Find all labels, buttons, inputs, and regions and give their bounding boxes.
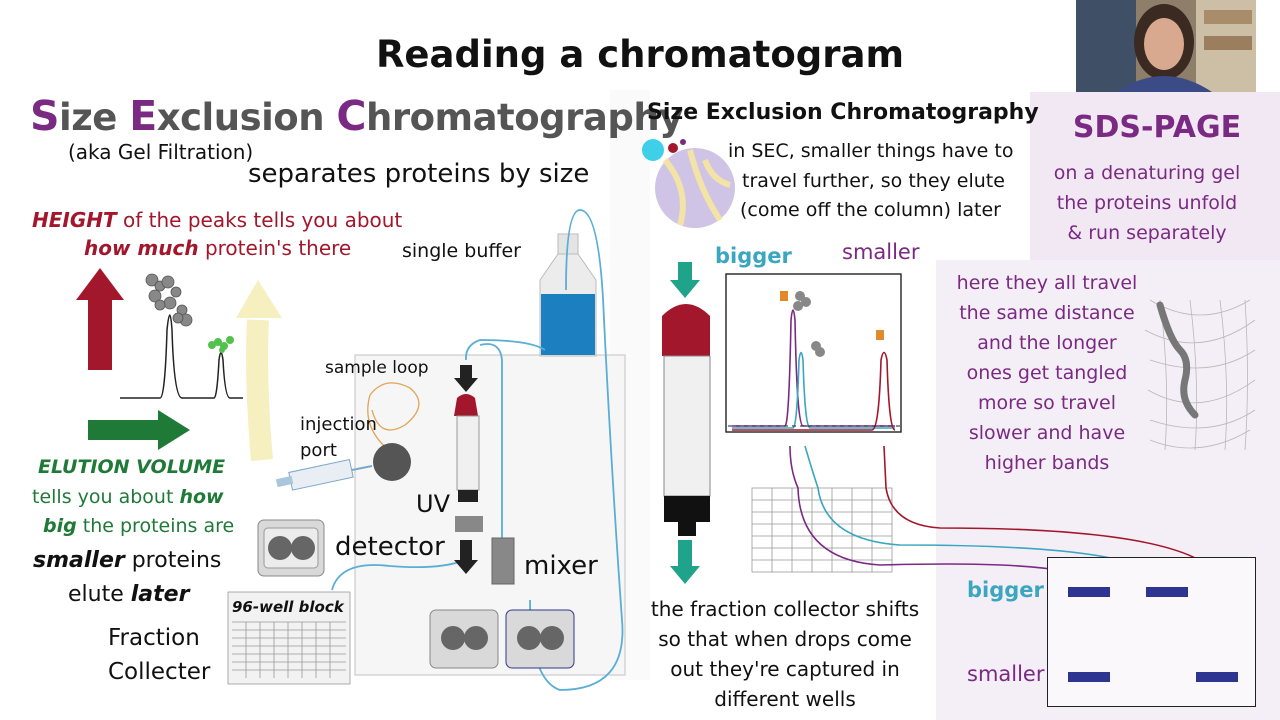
small-column-icon: [454, 365, 483, 574]
big-rest: the proteins are: [82, 515, 235, 537]
smaller-bold: smaller: [33, 548, 125, 573]
collector-note-3: out they're captured in: [670, 657, 900, 681]
elute-later-label: elute later: [68, 582, 189, 607]
gel-note-2: the same distance: [959, 302, 1135, 324]
buffer-bottle-icon: [539, 233, 597, 357]
smaller-proteins-label: smaller proteins: [33, 548, 221, 573]
elution-volume-label: ELUTION VOLUME: [38, 456, 225, 478]
uv-label: UV: [416, 490, 450, 518]
heading-initial-e: E: [129, 92, 157, 140]
gel-note-7: higher bands: [984, 452, 1110, 474]
how-much-rest: protein's there: [204, 236, 352, 260]
sec-note-1: in SEC, smaller things have to: [728, 140, 1014, 162]
sec-note-3: (come off the column) later: [740, 199, 1001, 221]
tells-label: tells you about how: [32, 486, 224, 508]
how-much-bold: how much: [84, 236, 199, 260]
detector-label: detector: [335, 532, 445, 562]
gel-note-4: ones get tangled: [966, 362, 1128, 384]
well-plate-icon-1: [257, 519, 325, 577]
big-column-icon: [662, 262, 711, 584]
mixer-icon: [491, 537, 515, 585]
collector-note-4: different wells: [714, 687, 856, 711]
middle-heading: Size Exclusion Chromatography: [647, 100, 1039, 125]
elution-bold: ELUTION VOLUME: [38, 456, 226, 478]
tells-rest: tells you about: [32, 486, 174, 508]
gel-bigger-label: bigger: [967, 578, 1044, 602]
fraction-label-2: Collecter: [108, 659, 211, 685]
gel-band-big-2: [1146, 587, 1188, 597]
well-block-label: 96-well block: [232, 598, 344, 616]
mixer-label: mixer: [524, 551, 598, 581]
injection-label-2: port: [300, 440, 337, 461]
injection-port-icon: [373, 443, 411, 481]
collector-note-2: so that when drops come: [658, 627, 912, 651]
height-arrow-icon: [76, 268, 124, 370]
gel-note-5: more so travel: [978, 392, 1116, 414]
presenter-image: [1076, 0, 1256, 92]
heading-initial-s: S: [30, 92, 60, 140]
heading-word-1: ize: [59, 96, 130, 139]
gel-band-small-1: [1068, 672, 1110, 682]
buffer-tubing: [331, 209, 624, 691]
heading-word-2: xclusion: [156, 96, 337, 139]
how-bold: how: [179, 486, 224, 508]
elution-arrow-icon: [88, 410, 190, 450]
sec-note-2: travel further, so they elute: [742, 170, 1005, 192]
big-label: big the proteins are: [43, 515, 234, 537]
middle-smaller-label: smaller: [842, 240, 920, 264]
collector-note-1: the fraction collector shifts: [650, 597, 920, 621]
sec-heading: Size Exclusion Chromatography: [30, 92, 683, 140]
bead-icon: [642, 139, 735, 228]
height-rest: of the peaks tells you about: [123, 208, 403, 232]
gel-band-small-2: [1196, 672, 1238, 682]
single-buffer-label: single buffer: [402, 240, 521, 262]
elute-rest: elute: [68, 582, 124, 607]
sds-page-heading: SDS-PAGE: [1072, 110, 1242, 145]
gel-note-6: slower and have: [968, 422, 1126, 444]
big-bold: big: [43, 515, 77, 537]
background-panel-faded: [610, 90, 650, 680]
gel-smaller-label: smaller: [967, 662, 1045, 686]
well-plate-icon-3: [505, 609, 575, 669]
denature-note-2: the proteins unfold: [1056, 192, 1238, 214]
height-bold: HEIGHT: [32, 208, 117, 232]
mini-chromatogram: [120, 314, 243, 399]
how-much-label: how much protein's there: [84, 236, 351, 260]
heading-word-3: hromatography: [366, 96, 683, 139]
aka-label: (aka Gel Filtration): [68, 140, 254, 164]
sds-gel-box: [1047, 557, 1256, 707]
fraction-grid: [751, 487, 893, 573]
big-protein-icon: [145, 273, 193, 327]
denature-note-1: on a denaturing gel: [1053, 162, 1241, 184]
gel-note-1: here they all travel: [956, 272, 1138, 294]
instrument-enclosure: [354, 354, 626, 676]
small-protein-icon: [208, 336, 234, 353]
middle-bigger-label: bigger: [715, 244, 792, 268]
fraction-label-1: Fraction: [108, 625, 200, 651]
sample-loop-label: sample loop: [325, 358, 429, 378]
webcam-presenter-video: [1076, 0, 1256, 92]
gel-note-3: and the longer: [977, 332, 1117, 354]
separates-label: separates proteins by size: [248, 159, 590, 189]
denature-note-3: & run separately: [1067, 222, 1227, 244]
chromatogram-plot: [725, 273, 902, 433]
injection-label-1: injection: [300, 414, 377, 435]
smaller-rest: proteins: [131, 548, 222, 573]
chromatogram-protein-icons: [780, 291, 884, 357]
page-title: Reading a chromatogram: [375, 33, 905, 76]
yellow-curve-arrow-icon: [236, 280, 282, 461]
height-label: HEIGHT of the peaks tells you about: [32, 208, 402, 232]
later-bold: later: [130, 582, 190, 607]
syringe-icon: [275, 458, 373, 491]
well-plate-icon-2: [429, 609, 499, 669]
heading-initial-c: C: [336, 92, 367, 140]
gel-band-big-1: [1068, 587, 1110, 597]
